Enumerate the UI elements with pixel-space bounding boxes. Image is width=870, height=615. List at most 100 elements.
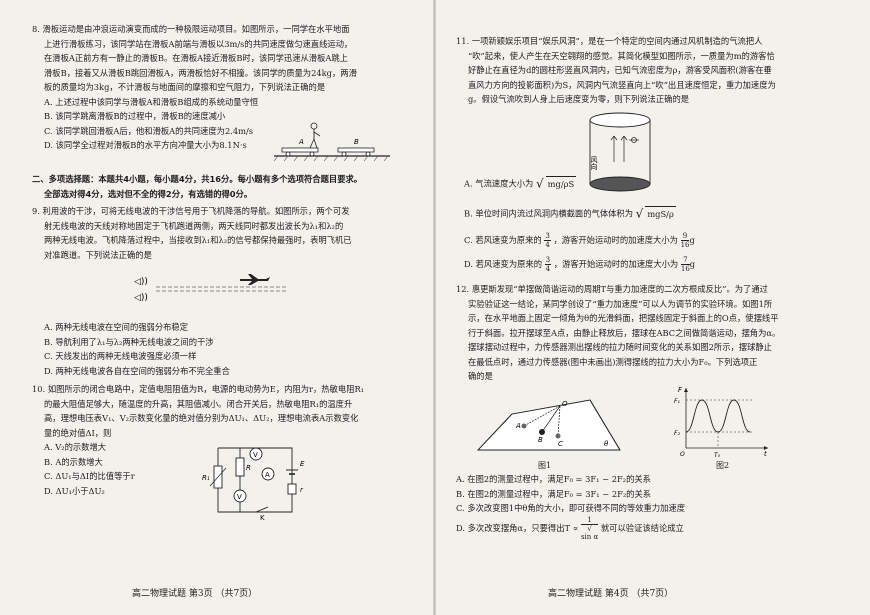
question-10: 10. 如图所示的闭合电路中，定值电阻阻值为R，电源的电动势为E，内阻为r，热敏… [32,382,364,498]
skateboard-a-label: A [298,138,304,146]
g-symbol: g [689,259,696,269]
q11-option-c-mid: ，游客开始运动时的加速度大小为 [553,235,678,245]
figure-1-caption: 图1 [538,461,552,470]
t0-label: T₀ [714,452,721,459]
q9-line: 9. 利用波的干涉，可将无线电波的干涉信号用于飞机降落的导航。如图所示，两个可发 [32,206,350,216]
q9-option-a: A. 两种无线电波在空间的强弱分布稳定 [44,322,189,332]
q11-option-d-mid: ，游客开始运动时的加速度大小为 [553,259,679,269]
q11-line: 11. 一项新颖娱乐项目“娱乐风洞”，是在一个特定的空间内通过风机制造的气流把人 [456,36,763,46]
q11-option-a-text: A. 气流速度大小为 [464,178,534,189]
q9-option-b: B. 导航利用了λ₁与λ₂两种无线电波之间的干涉 [44,336,214,347]
q10-line: 量的绝对值ΔI，则 [44,427,112,438]
q10-option-b: B. A的示数增大 [44,456,103,467]
wind-direction-label: 风向 [590,156,598,170]
internal-resistance-label: r [300,486,304,494]
section-2-line: 二、多项选择题：本题共4小题，每小题4分，共16分。每小题有多个选项符合题目要求… [32,174,363,184]
f2-label: F₂ [674,430,680,437]
q9-option-c: C. 天线发出的两种无线电波强度必须一样 [44,351,197,361]
q12-line: 在最低点时，通过力传感器(图中未画出)测得摆线的拉力大小为F₀。下列选项正 [468,356,758,367]
q11-line: “吹”起来，使人产生在天空翱翔的感觉。其简化模型如图所示，一质量为m的游客恰 [468,50,775,61]
q8-line: 板的质量均为3kg，不计滑板与地面间的摩擦和空气阻力，下列说法正确的是 [44,82,326,92]
airplane-icon [240,274,270,285]
q11-option-a: A. 气流速度大小为 √mg/ρS [464,176,577,192]
q12-line: 确的是 [468,371,493,381]
q11-line: 好静止在直径为d的圆柱形竖直风洞内，已知气流密度为ρ，游客受风面积(游客在垂 [468,65,772,75]
page-3: 8. 滑板运动是由冲浪运动演变而成的一种极限运动项目。如图所示，一同学在水平地面… [32,22,390,599]
q11-line: g。假设气流吹到人身上后速度变为零，则下列说法正确的是 [468,94,690,104]
thermistor-label: R₁ [202,474,210,482]
section-2-header: 二、多项选择题：本题共4小题，每小题4分，共16分。每小题有多个选项符合题目要求… [32,172,362,201]
q8-line: 8. 滑板运动是由冲浪运动演变而成的一种极限运动项目。如图所示，一同学在水平地面 [32,24,350,34]
q9-line: 对准跑道。下列说法正确的是 [44,249,152,260]
person-icon [629,137,639,143]
q9-line: 射无线电波的天线对称地固定于飞机跑道两侧，两天线同时都发出波长为λ₁和λ₂的 [44,220,344,231]
point-b-label: B [538,436,543,444]
q12-option-d: D. 多次改变摆角α，只要得出T ∝ 1√sin α 就可以验证该结论成立 [456,515,684,541]
circuit-figure: V A V R₁ R E r K [202,447,305,520]
q12-option-b: B. 在图2的测量过程中，满足F₀ = 3F₁ − 2F₂的关系 [456,488,652,499]
switch-label: K [260,514,265,520]
page-4: 11. 一项新颖娱乐项目“娱乐风洞”，是在一个特定的空间内通过风机制造的气流把人… [436,0,870,615]
wind-tunnel-figure: 风向 [589,112,651,192]
q11-option-b-text: B. 单位时间内流过风洞内横截面的气体体积为 [464,208,634,219]
skateboard-b-label: B [354,138,359,146]
voltmeter-2-label: V [237,493,242,501]
fraction-1-sqrt-sin: 1√sin α [580,515,599,541]
point-c-label: C [558,440,563,448]
q8-option-a: A. 上述过程中该同学与滑板A和滑板B组成的系统动量守恒 [44,96,259,107]
q11-option-b-sqrt: mgS/ρ [645,206,676,222]
q8-line: 滑板B，接着又从滑板B跳回滑板A，两滑板恰好不相撞。该同学的质量为24kg，两滑 [44,67,357,78]
q12-line: 摆球摆动过程中，力传感器测出摆线的拉力随时间变化的关系如图2所示，摆球静止 [468,342,772,352]
question-9: 9. 利用波的干涉，可将无线电波的干涉信号用于飞机降落的导航。如图所示，两个可发… [32,204,352,262]
angle-theta-label: θ [604,440,609,448]
pivot-o-label: O [562,400,568,408]
q10-option-d: D. ΔU₁小于ΔU₂ [44,485,105,496]
question-8: 8. 滑板运动是由冲浪运动演变而成的一种极限运动项目。如图所示，一同学在水平地面… [32,22,357,153]
q10-line: 10. 如图所示的闭合电路中，定值电阻阻值为R，电源的电动势为E，内阻为r，热敏… [32,384,365,394]
g-symbol: g [689,235,695,245]
q8-option-d: D. 该同学全过程对滑板B的水平方向冲量大小为8.1N·s [44,140,247,150]
q9-options: A. 两种无线电波在空间的强弱分布稳定 B. 导航利用了λ₁与λ₂两种无线电波之… [32,320,230,378]
page-divider [433,0,436,615]
question-11: 11. 一项新颖娱乐项目“娱乐风洞”，是在一个特定的空间内通过风机制造的气流把人… [456,34,776,107]
page-3-footer: 高二物理试题 第3页 （共7页） [132,589,258,599]
q10-line: 高，理想电压表V₁、V₂示数变化量的绝对值分别为ΔU₁、ΔU₂，理想电流表A示数… [44,413,359,423]
q11-option-a-sqrt: mg/ρS [545,176,577,192]
q12-line: 实验验证这一结论，某同学创设了“重力加速度”可以人为调节的实验环境。如图1所 [468,298,773,309]
section-2-line: 全部选对得4分，选对但不全的得2分，有选错的得0分。 [44,188,253,199]
force-time-graph: F F₁ F₂ O T₀ t [674,386,768,459]
resistor-label: R [246,464,251,472]
antenna-icon: ◁)) [134,293,148,303]
q11-option-d-pre: D. 若风速变为原来的 [464,259,543,269]
q12-line: 示，在水平地面上固定一倾角为θ的光滑斜面，把摆线固定于斜面上的O点，使摆线平 [468,313,779,323]
q11-option-b: B. 单位时间内流过风洞内横截面的气体体积为 √mgS/ρ [464,206,676,222]
page-4-footer: 高二物理试题 第4页 （共7页） [548,589,674,599]
q11-option-c-pre: C. 若风速变为原来的 [464,235,542,245]
antenna-icon: ◁)) [134,277,148,287]
q8-line: 上进行滑板练习，该同学站在滑板A前端与滑板以3m/s的共同速度做匀速直线运动， [44,38,353,49]
emf-label: E [300,460,305,468]
q12-options: A. 在图2的测量过程中，满足F₀ = 3F₁ − 2F₂的关系 B. 在图2的… [456,472,685,541]
t-axis-label: t [764,450,767,458]
ammeter-label: A [265,471,270,479]
q10-option-c: C. ΔU₁与ΔI的比值等于r [44,471,135,481]
q8-line: 在滑板A正前方有一静止的滑板B。在滑板A接近滑板B时，该同学迅速从滑板A跳上 [44,53,348,63]
origin-label: O [680,451,685,458]
q9-line: 两种无线电波。飞机降落过程中，当接收到λ₁和λ₂的信号都保持最强时，表明飞机已 [44,235,352,245]
incline-figure: O A B C θ [476,399,621,451]
q10-line: 的最大阻值足够大，随温度的升高，其阻值减小。闭合开关后，热敏电阻R₁的温度升 [44,398,353,409]
f-axis-label: F [678,386,683,394]
question-12: 12. 惠更斯发现“单摆做简谐运动的周期T与重力加速度的二次方根成反比”。为了通… [456,282,780,384]
runway-figure: ◁)) ◁)) [134,274,288,303]
skateboard-figure: A B [273,122,390,162]
q12-line: 12. 惠更斯发现“单摆做简谐运动的周期T与重力加速度的二次方根成反比”。为了通… [456,284,768,294]
q12-line: 行于斜面。拉开摆球至A点，由静止释放后，摆球在ABC之间做简谐运动，摆角为α。 [468,327,781,338]
q8-option-c: C. 该同学跳回滑板A后，他和滑板A的共同速度为2.4m/s [44,125,254,136]
point-a-label: A [515,422,521,430]
